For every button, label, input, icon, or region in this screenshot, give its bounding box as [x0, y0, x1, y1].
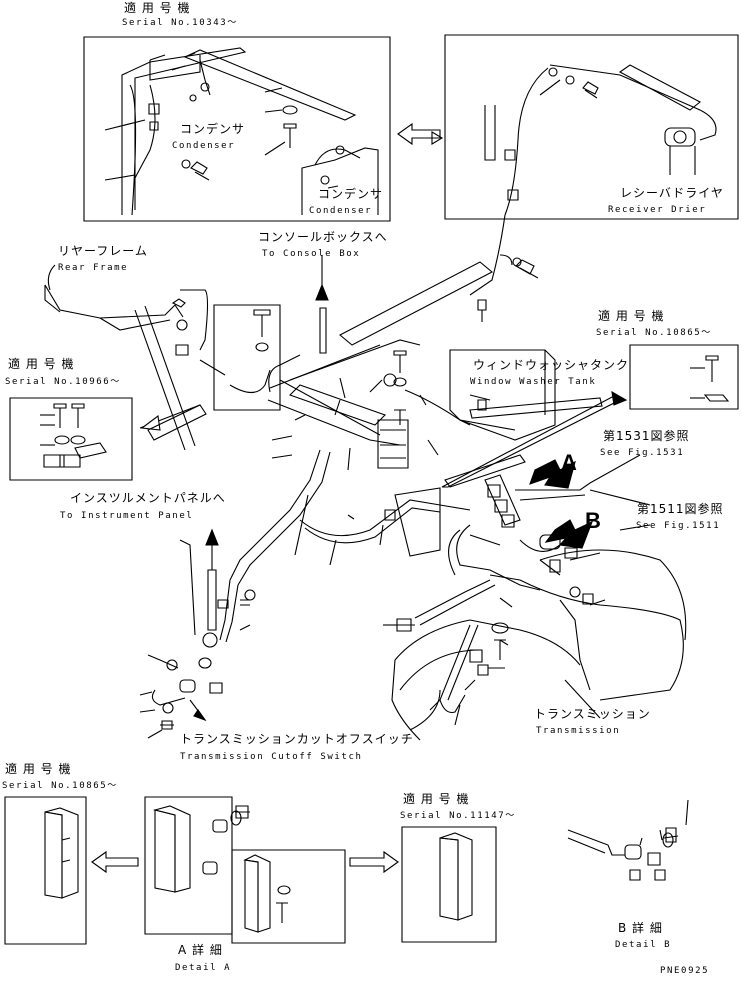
- fig-1531-label-en: See Fig.1531: [600, 448, 685, 458]
- cutoff-switch-label-en: Transmission Cutoff Switch: [180, 752, 363, 762]
- inset-receiver-drier: [445, 35, 738, 219]
- serial-10865a-label-jp: 適 用 号 機: [598, 309, 665, 323]
- cutoff-switch-label-jp: トランスミッションカットオフスイッチ: [180, 732, 414, 746]
- instrument-panel-label-en: To Instrument Panel: [60, 511, 194, 521]
- detail-a-label-en: Detail A: [175, 963, 232, 973]
- serial-10865b-label-en: Serial No.10865～: [2, 781, 118, 791]
- rear-frame-label-jp: リヤーフレーム: [58, 244, 148, 258]
- hollow-arrow-left: [398, 124, 440, 144]
- fig-1511-label-en: See Fig.1511: [636, 521, 721, 531]
- instrument-panel-label-jp: インスツルメントパネルへ: [70, 491, 226, 505]
- detail-b-label-en: Detail B: [615, 940, 672, 950]
- washer-tank-label-jp: ウィンドウォッシャタンク: [473, 358, 630, 372]
- receiver-drier-label-jp: レシーバドライヤ: [620, 186, 724, 200]
- serial-10865b-label-jp: 適 用 号 機: [5, 762, 72, 776]
- serial-10966-label-en: Serial No.10966～: [5, 377, 121, 387]
- transmission-label-en: Transmission: [536, 726, 621, 736]
- condenser-b-label-jp: コンデンサ: [318, 187, 384, 201]
- serial-11147-label-en: Serial No.11147～: [400, 811, 516, 821]
- inset-detail-a-second: [232, 850, 345, 943]
- inset-bracket-serial-11147: [402, 827, 496, 942]
- serial-10966-label-jp: 適 用 号 機: [8, 357, 75, 371]
- arrow-b-label: B: [585, 508, 601, 533]
- condenser-a-label-en: Condenser: [172, 141, 236, 151]
- main-harness-route: [45, 132, 686, 740]
- fig-1531-label-jp: 第1531図参照: [603, 429, 690, 443]
- condenser-a-label-jp: コンデンサ: [180, 122, 246, 136]
- serial-11147-label-jp: 適 用 号 機: [403, 792, 470, 806]
- serial-10343-label-jp: 適 用 号 機: [124, 1, 191, 15]
- rear-frame-label-en: Rear Frame: [58, 263, 129, 273]
- arrow-a-label: A: [561, 450, 577, 475]
- inset-detail-a: [145, 797, 250, 934]
- hollow-arrow-right-bottom: [350, 852, 398, 872]
- hollow-arrow-left-bottom: [92, 852, 138, 872]
- fig-1511-label-jp: 第1511図参照: [637, 502, 724, 516]
- transmission-label-jp: トランスミッション: [534, 707, 651, 721]
- inset-bracket-serial-10865-bottom: [5, 797, 86, 944]
- inset-bracket-serial-10966: [10, 398, 132, 480]
- serial-10343-label-en: Serial No.10343～: [122, 18, 238, 28]
- condenser-b-label-en: Condenser: [309, 206, 373, 216]
- console-box-label-jp: コンソールボックスへ: [258, 230, 388, 244]
- detail-b-label-jp: B 詳 細: [618, 921, 663, 935]
- detail-a-label-jp: A 詳 細: [178, 943, 223, 957]
- console-box-label-en: To Console Box: [262, 249, 361, 259]
- inset-bracket-serial-10865-right: [630, 345, 738, 409]
- washer-tank-label-en: Window Washer Tank: [470, 377, 597, 387]
- drawing-number: PNE0925: [660, 966, 710, 976]
- receiver-drier-label-en: Receiver Drier: [608, 205, 707, 215]
- detail-b-parts: [568, 800, 688, 880]
- serial-10865a-label-en: Serial No.10865～: [596, 328, 712, 338]
- inset-condenser-serial-10343: [84, 37, 390, 221]
